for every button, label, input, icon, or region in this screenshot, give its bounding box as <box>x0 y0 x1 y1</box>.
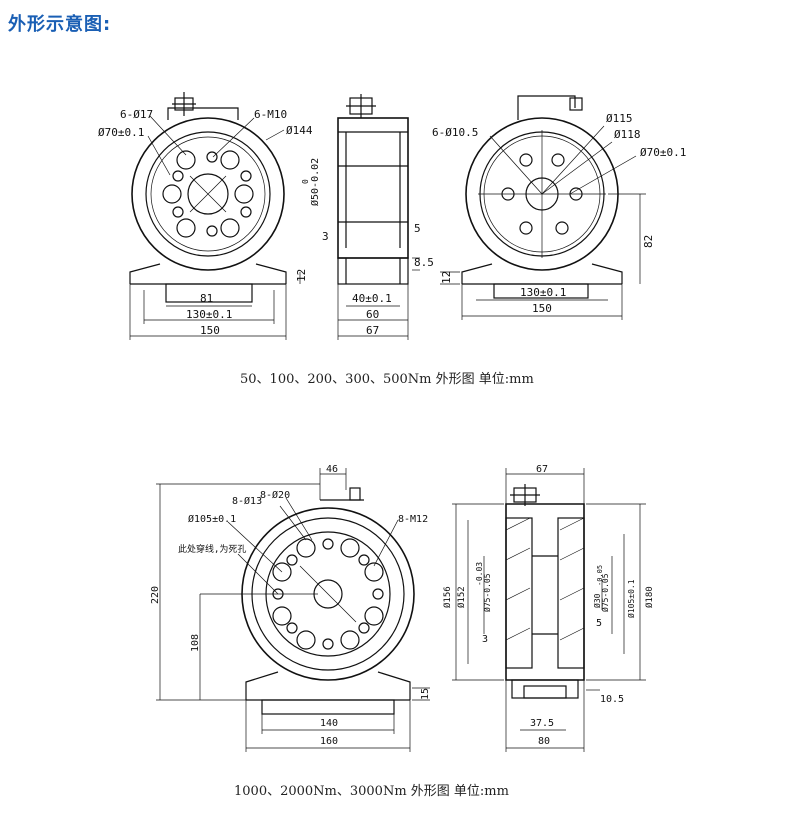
label-top-right-flange: Ø118 <box>614 128 641 141</box>
label-bottom-front-base-height: 15 <box>420 688 431 700</box>
label-bottom-side-d4: Ø30 <box>592 593 602 608</box>
label-bottom-side-step: 3 <box>482 634 488 645</box>
label-top-right-base-holes: 130±0.1 <box>520 286 566 299</box>
label-bottom-side-d7: Ø180 <box>644 586 655 608</box>
label-top-side-shaft: Ø50-0.02 <box>309 158 321 206</box>
label-bottom-side-d2: Ø152 <box>456 586 467 608</box>
top-side-view <box>337 94 420 340</box>
label-bottom-front-base-holes: 140 <box>320 718 338 729</box>
label-bottom-side-d3-tol: -0.03 <box>475 562 484 586</box>
label-top-side-step-right: 5 <box>414 222 421 235</box>
label-bottom-front-holes-b: 8-Ø20 <box>260 489 290 501</box>
label-top-left-threads: 6-M10 <box>254 108 287 121</box>
label-bottom-side-base: 10.5 <box>600 694 624 705</box>
label-top-right-center-height: 82 <box>642 235 655 248</box>
label-bottom-front-note: 此处穿线,为死孔 <box>178 543 246 555</box>
label-top-left-height: 12 <box>295 269 308 282</box>
label-top-left-bolt-circle: Ø70±0.1 <box>98 126 144 139</box>
top-rear-view <box>440 95 646 320</box>
top-front-view <box>129 92 301 340</box>
label-top-right-height: 12 <box>440 271 453 284</box>
label-top-side-base: 8.5 <box>414 256 434 269</box>
label-bottom-side-d5: Ø75-0.05 <box>600 573 610 612</box>
label-bottom-front-threads: 8-M12 <box>398 514 428 525</box>
label-bottom-front-base-width: 160 <box>320 736 338 747</box>
bottom-side-view <box>452 468 646 752</box>
page-title: 外形示意图: <box>8 14 112 35</box>
label-top-left-base-width: 150 <box>200 324 220 337</box>
caption-bottom: 1000、2000Nm、3000Nm 外形图 单位:mm <box>234 784 509 799</box>
label-bottom-side-right-step: 5 <box>596 618 602 629</box>
label-top-side-step-left: 3 <box>322 230 329 243</box>
label-top-right-holes: 6-Ø10.5 <box>432 126 478 139</box>
label-top-right-outer: Ø115 <box>606 112 633 125</box>
label-top-side-shaft-tol: 0 <box>301 179 310 184</box>
label-top-side-key: 40±0.1 <box>352 292 392 305</box>
label-top-side-overall: 67 <box>366 324 379 337</box>
label-bottom-side-top-width: 67 <box>536 464 548 475</box>
label-bottom-side-d5-tol: -0.05 <box>596 565 604 586</box>
label-top-right-base-width: 150 <box>532 302 552 315</box>
label-bottom-side-d3: Ø75-0.05 <box>482 573 492 612</box>
label-top-left-base-holes: 130±0.1 <box>186 308 232 321</box>
bottom-front-view <box>156 468 430 752</box>
label-bottom-front-holes-a: 8-Ø13 <box>232 495 262 507</box>
label-bottom-front-height: 220 <box>150 586 161 604</box>
label-bottom-side-d6: Ø105±0.1 <box>626 579 636 618</box>
label-bottom-side-key: 37.5 <box>530 718 554 729</box>
label-top-left-diameter: Ø144 <box>286 124 313 137</box>
label-bottom-side-overall: 80 <box>538 736 550 747</box>
label-bottom-side-d1: Ø156 <box>442 586 453 608</box>
label-top-right-bolt-circle: Ø70±0.1 <box>640 146 686 159</box>
label-top-side-length: 60 <box>366 308 379 321</box>
label-top-left-holes: 6-Ø17 <box>120 108 153 121</box>
label-bottom-front-bolt-circle: Ø105±0.1 <box>188 513 236 525</box>
label-bottom-front-center-height: 108 <box>190 634 201 652</box>
caption-top: 50、100、200、300、500Nm 外形图 单位:mm <box>240 372 534 387</box>
label-bottom-front-top-width: 46 <box>326 464 338 475</box>
label-top-left-base-inner: 81 <box>200 292 213 305</box>
